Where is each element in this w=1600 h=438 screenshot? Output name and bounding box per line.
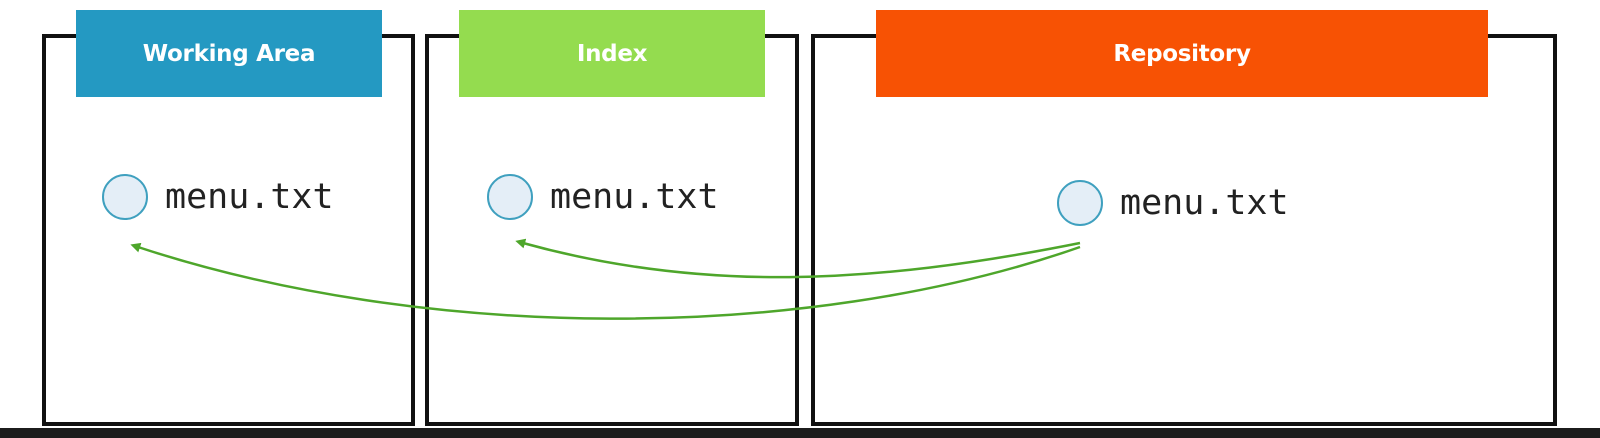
- repository-header: Repository: [876, 10, 1488, 97]
- file-circle-icon: [102, 174, 148, 220]
- file-name: menu.txt: [1120, 183, 1289, 223]
- repository-file[interactable]: menu.txt: [1057, 180, 1289, 226]
- working-area-header: Working Area: [76, 10, 382, 97]
- index-file[interactable]: menu.txt: [487, 174, 719, 220]
- file-circle-icon: [487, 174, 533, 220]
- repository-panel: [811, 34, 1557, 426]
- working-area-file[interactable]: menu.txt: [102, 174, 334, 220]
- index-header: Index: [459, 10, 765, 97]
- file-name: menu.txt: [165, 177, 334, 217]
- working-area-panel: [42, 34, 415, 426]
- bottom-bar: [0, 428, 1600, 438]
- index-panel: [425, 34, 799, 426]
- file-name: menu.txt: [550, 177, 719, 217]
- file-circle-icon: [1057, 180, 1103, 226]
